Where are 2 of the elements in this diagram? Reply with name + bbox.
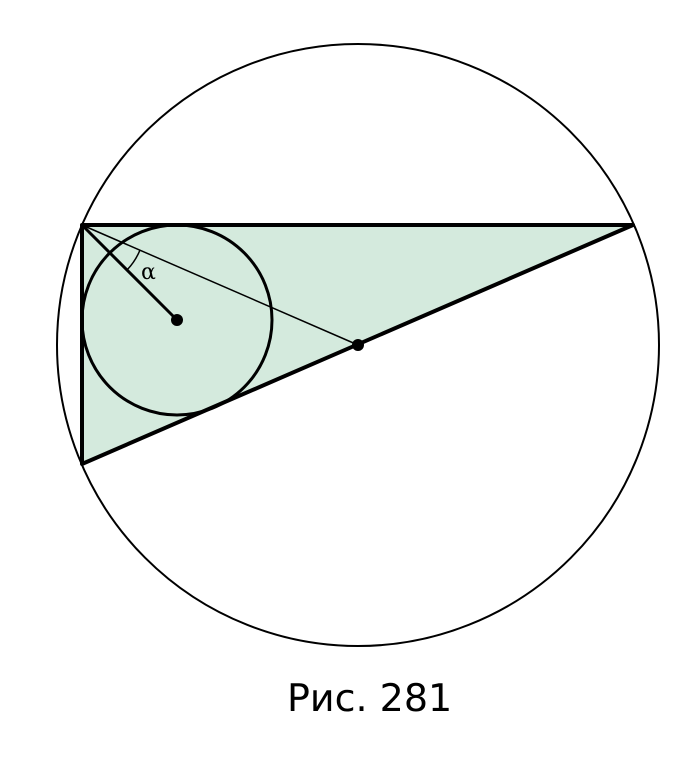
figure-caption: Рис. 281 bbox=[287, 678, 452, 720]
angle-label: α bbox=[141, 262, 156, 284]
